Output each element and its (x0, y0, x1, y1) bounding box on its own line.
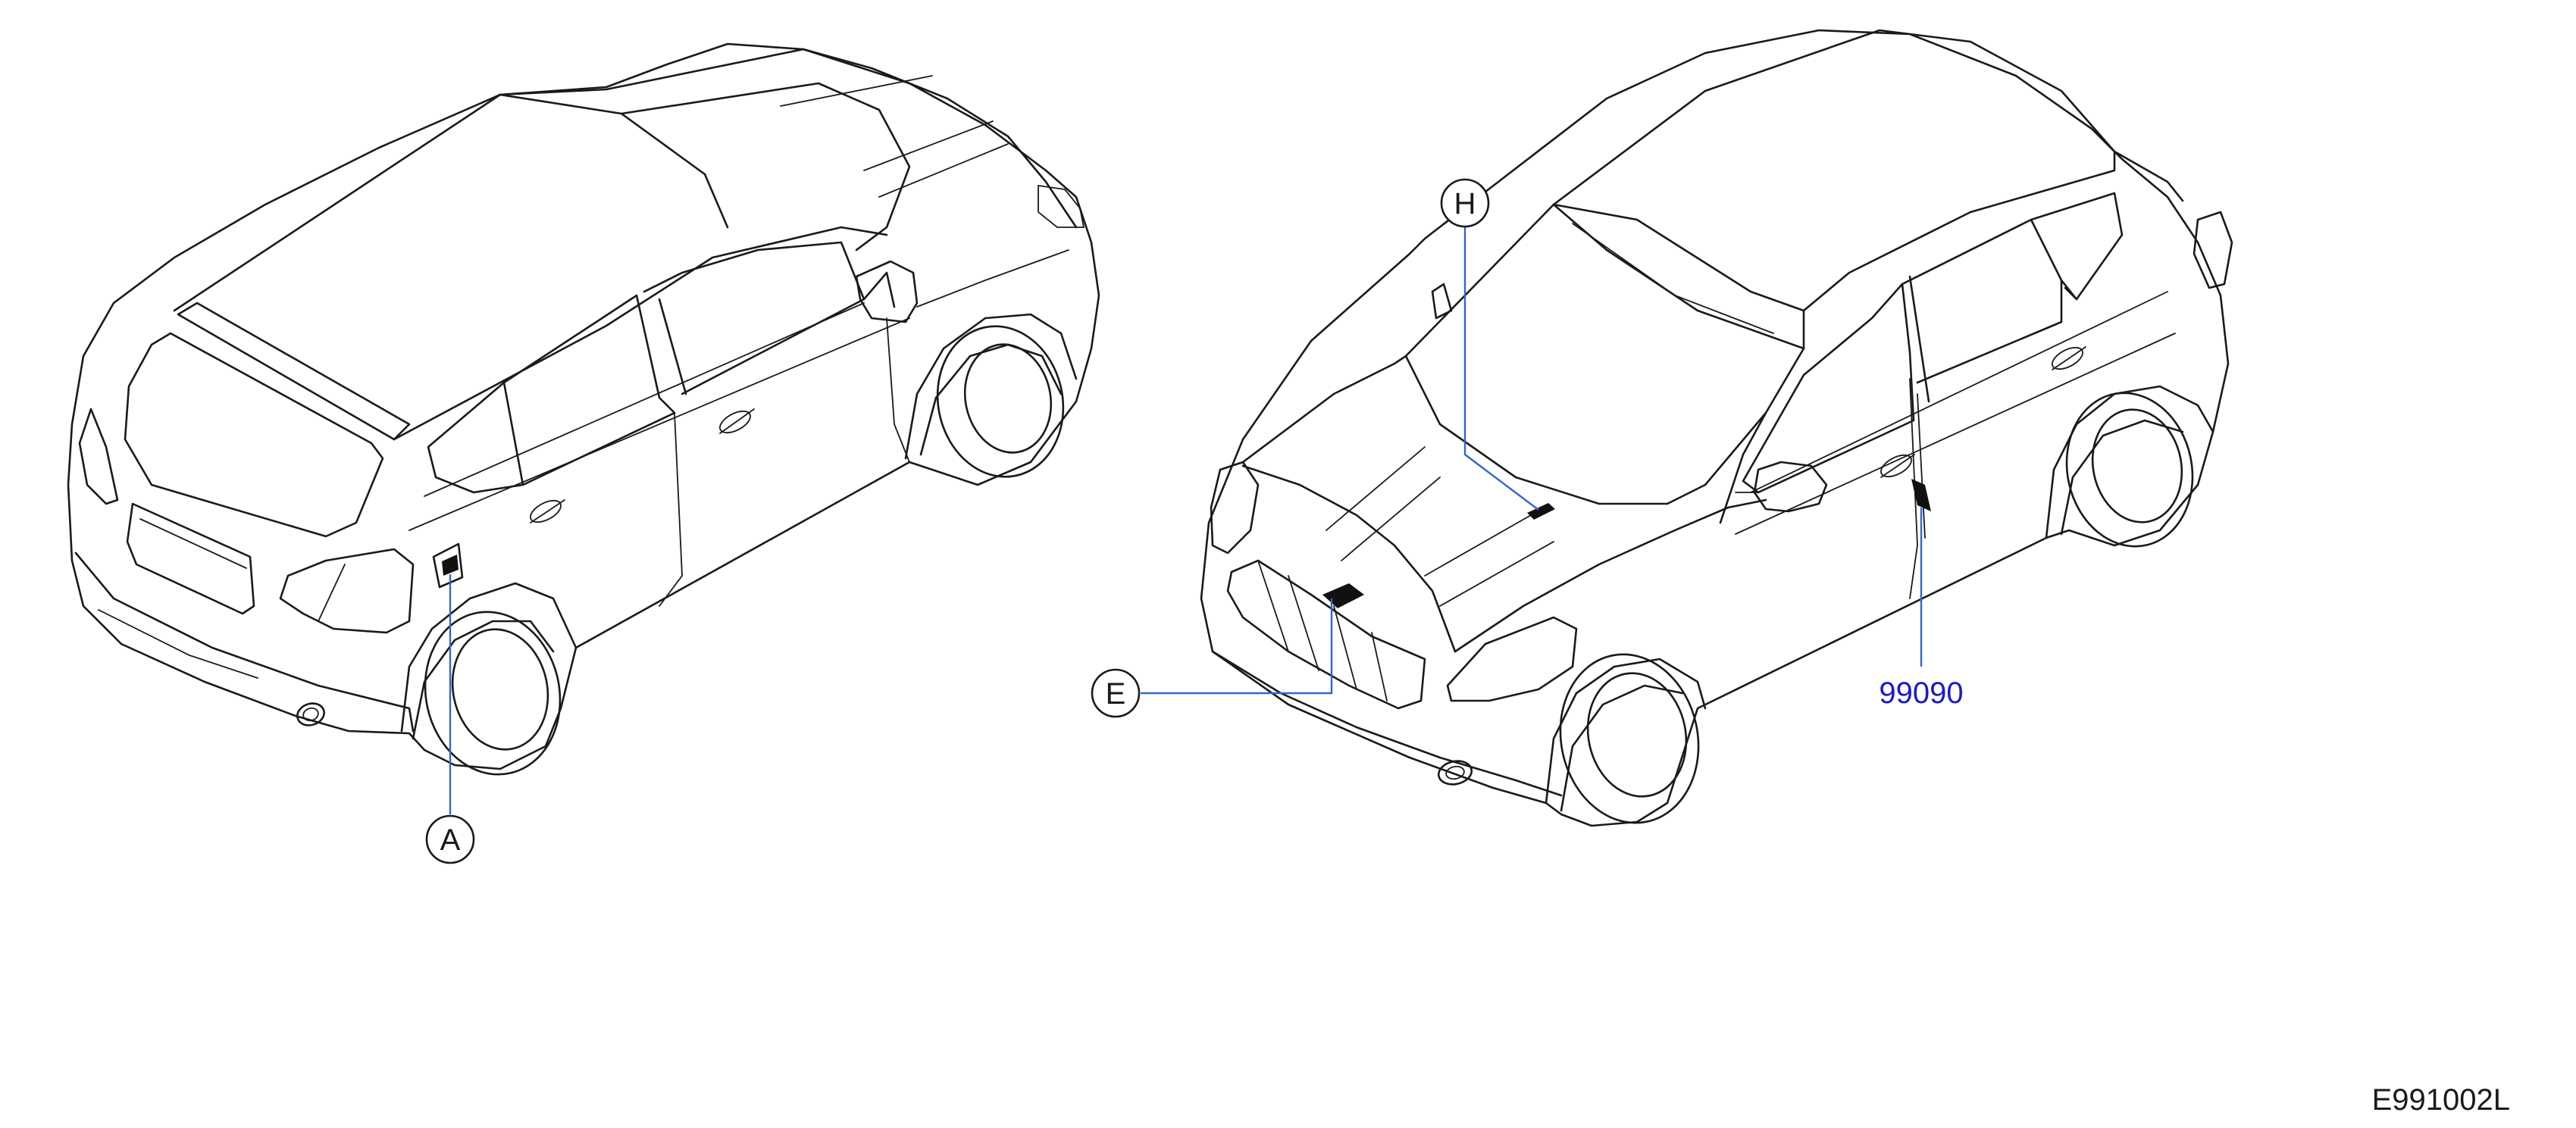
leader-line-e (1141, 598, 1333, 695)
label-patch-99090 (1911, 479, 1931, 511)
part-number-label[interactable]: 99090 (1879, 676, 1963, 710)
label-patch-h (1527, 503, 1555, 520)
leader-line-h (1463, 227, 1539, 511)
drawing-code: E991002L (2372, 1083, 2510, 1117)
callout-e[interactable]: E (1091, 668, 1141, 718)
car-rear-view (67, 42, 1100, 776)
callout-a[interactable]: A (425, 814, 475, 864)
car-front-view (1200, 29, 2233, 827)
callout-e-label: E (1106, 677, 1126, 711)
label-patch-e (1322, 583, 1364, 608)
callout-a-label: A (440, 823, 461, 857)
callout-h-label: H (1454, 187, 1476, 220)
label-patch-a (442, 555, 459, 576)
callout-h[interactable]: H (1440, 178, 1490, 228)
